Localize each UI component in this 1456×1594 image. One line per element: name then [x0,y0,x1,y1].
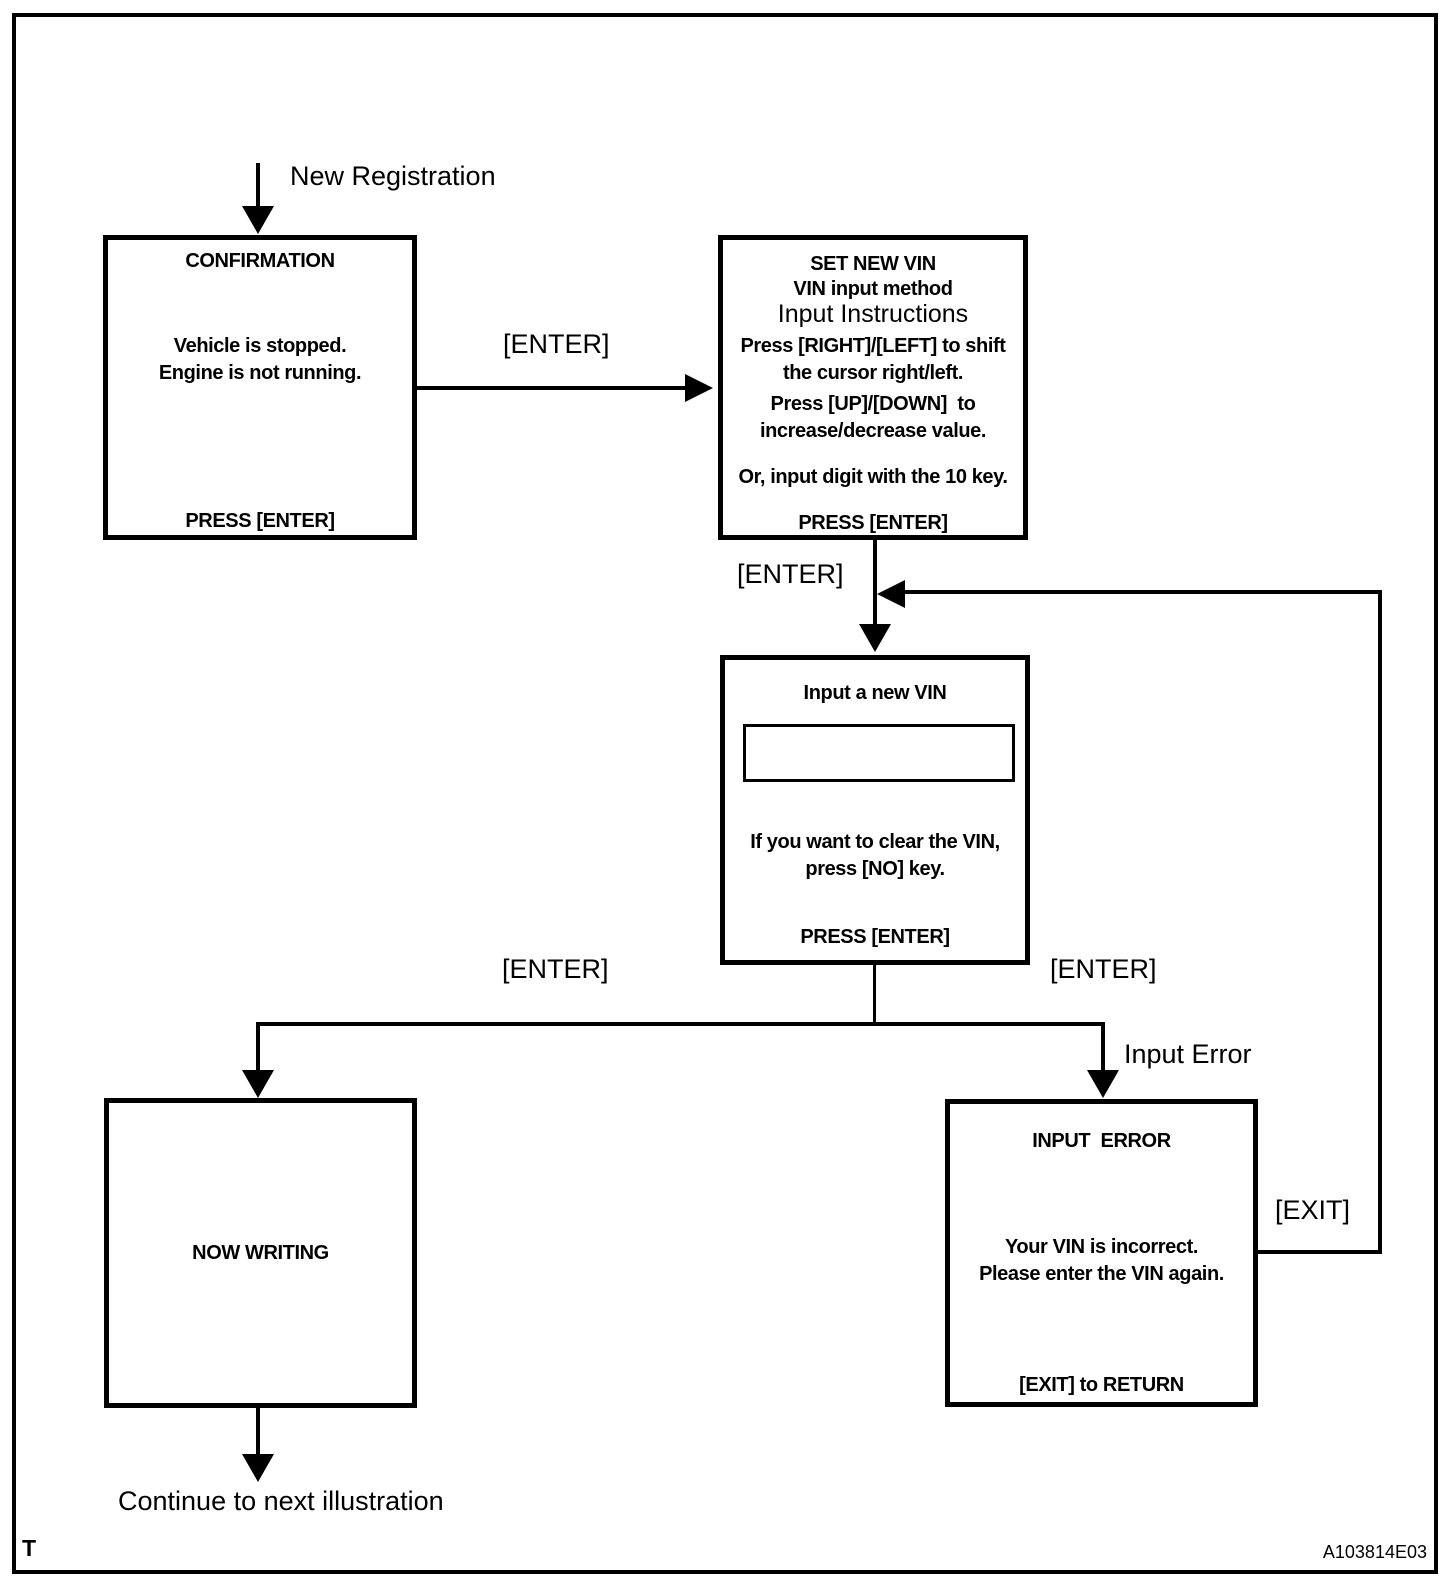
confirmation-footer: PRESS [ENTER] [185,510,335,532]
start-label: New Registration [290,161,496,191]
enter-label: [ENTER] [1050,954,1157,984]
continue-arrow-line [256,1408,260,1456]
start-arrow-line [256,163,260,209]
confirmation-line: Vehicle is stopped. [173,335,347,357]
exit-label: [EXIT] [1275,1195,1351,1225]
return-loop-bottom-line [1258,1250,1382,1254]
inputerror-title: INPUT ERROR [1032,1130,1171,1152]
setvin-subtitle: VIN input method [793,278,953,300]
branch-right-arrowhead-icon [1087,1070,1119,1098]
inputerror-line: Please enter the VIN again. [979,1263,1224,1285]
setvin-line: Press [UP]/[DOWN] to [770,393,976,415]
start-arrowhead-icon [242,206,274,234]
vin-input-field [743,724,1015,782]
setvin-line: the cursor right/left. [782,362,964,384]
now-writing-screen-box: NOW WRITING [104,1098,417,1408]
setvin-to-inputvin-arrowhead-icon [859,624,891,652]
return-loop-vertical-line [1378,590,1382,1254]
input-vin-screen-box: Input a new VIN If you want to clear the… [720,655,1030,965]
enter-label: [ENTER] [737,559,844,589]
inputvin-branch-stub-line [873,965,876,1022]
setvin-line: Or, input digit with the 10 key. [738,466,1008,488]
setvin-footer: PRESS [ENTER] [798,512,948,534]
input-error-label: Input Error [1124,1039,1252,1069]
setvin-to-inputvin-line [873,540,877,626]
setvin-title: SET NEW VIN [810,253,936,275]
return-loop-top-line [903,590,1382,594]
figure-border [12,13,1438,1574]
confirmation-line: Engine is not running. [158,362,362,384]
inputvin-line: If you want to clear the VIN, [750,831,1000,853]
nowwriting-title: NOW WRITING [192,1241,329,1264]
inputvin-line: press [NO] key. [805,858,945,880]
branch-horizontal-line [256,1022,1105,1026]
confirmation-to-setvin-line [417,386,687,390]
setvin-line: increase/decrease value. [759,420,987,442]
continue-arrowhead-icon [242,1454,274,1482]
continue-label: Continue to next illustration [118,1486,444,1516]
enter-label: [ENTER] [503,329,610,359]
branch-right-line [1101,1022,1105,1072]
setvin-line: Press [RIGHT]/[LEFT] to shift [740,335,1006,357]
confirmation-to-setvin-arrowhead-icon [685,374,713,402]
return-loop-arrowhead-icon [877,580,905,608]
setvin-instructions-heading: Input Instructions [777,300,969,328]
confirmation-title: CONFIRMATION [185,250,335,272]
enter-label: [ENTER] [502,954,609,984]
inputerror-line: Your VIN is incorrect. [1004,1236,1199,1258]
figure-code: A103814E03 [1322,1542,1427,1562]
confirmation-screen-box: CONFIRMATION Vehicle is stopped. Engine … [103,235,417,540]
branch-left-arrowhead-icon [242,1070,274,1098]
set-new-vin-screen-box: SET NEW VIN VIN input method Input Instr… [718,235,1028,540]
inputvin-title: Input a new VIN [803,682,947,704]
inputerror-footer: [EXIT] to RETURN [1019,1374,1184,1396]
frame-mark: T [22,1535,37,1561]
branch-left-line [256,1022,260,1072]
input-error-screen-box: INPUT ERROR Your VIN is incorrect. Pleas… [945,1099,1258,1407]
inputvin-footer: PRESS [ENTER] [800,926,950,948]
